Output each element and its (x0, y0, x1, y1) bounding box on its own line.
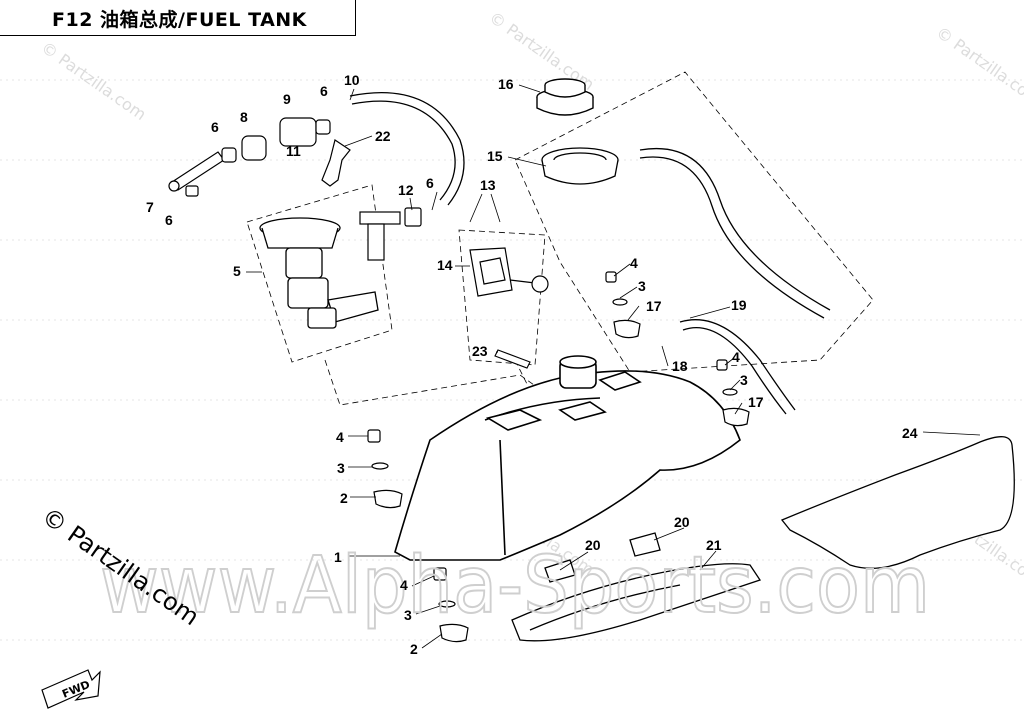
watermark-large: www.Alpha-Sports.com (100, 541, 930, 631)
callout-6a: 6 (211, 119, 219, 135)
callout-3d: 3 (740, 372, 748, 388)
strip (494, 349, 531, 369)
fuel-cap (536, 78, 594, 116)
callout-11: 11 (286, 143, 301, 159)
tank-bracket (511, 532, 762, 642)
callout-4: 4 (336, 429, 344, 445)
tank-shield (780, 436, 1015, 569)
callout-10: 10 (344, 72, 360, 88)
callout-23: 23 (472, 343, 488, 359)
page-title: F12 油箱总成/FUEL TANK (52, 9, 307, 31)
callout-2b: 2 (410, 641, 418, 657)
callout-17b: 17 (748, 394, 764, 410)
callout-6b: 6 (320, 83, 328, 99)
title-box: F12 油箱总成/FUEL TANK (0, 0, 356, 36)
callout-7: 7 (146, 199, 154, 215)
callout-6c: 6 (165, 212, 173, 228)
fuel-nozzle (359, 207, 422, 261)
callout-6d: 6 (426, 175, 434, 191)
filler-ring (541, 147, 619, 185)
callout-4d: 4 (732, 349, 740, 365)
callout-20a: 20 (585, 537, 601, 553)
callout-15: 15 (487, 148, 503, 164)
callout-14: 14 (437, 257, 453, 273)
callout-3c: 3 (638, 278, 646, 294)
short-hose (168, 151, 225, 192)
watermark-small: © Partzilla.com (38, 38, 150, 124)
leader-lines (246, 84, 981, 649)
callout-3b: 3 (404, 607, 412, 623)
callout-4c: 4 (630, 255, 638, 271)
callout-22: 22 (375, 128, 391, 144)
callouts: 1 2 3 4 2 3 4 5 6 6 6 6 7 8 9 10 11 12 1… (146, 72, 918, 657)
fuel-tank (394, 355, 741, 561)
breather-hose (639, 148, 831, 415)
callout-9: 9 (283, 91, 291, 107)
callout-5: 5 (233, 263, 241, 279)
callout-18: 18 (672, 358, 688, 374)
callout-13: 13 (480, 177, 496, 193)
callout-16: 16 (498, 76, 514, 92)
group-outlines (246, 71, 874, 406)
fuel-pump (259, 217, 379, 329)
callout-8: 8 (240, 109, 248, 125)
callout-3: 3 (337, 460, 345, 476)
fittings (185, 117, 331, 197)
watermark-small: © Partzilla.com (933, 23, 1024, 109)
callout-19: 19 (731, 297, 747, 313)
callout-12: 12 (398, 182, 414, 198)
bracket (321, 139, 351, 187)
callout-17a: 17 (646, 298, 662, 314)
callout-4b: 4 (400, 577, 408, 593)
mount-hardware (367, 271, 750, 643)
fwd-badge: FWD (41, 669, 101, 709)
fuel-sender (469, 247, 549, 297)
callout-1: 1 (334, 549, 342, 565)
callout-21: 21 (706, 537, 722, 553)
fuel-hose (349, 92, 465, 206)
callout-20b: 20 (674, 514, 690, 530)
callout-24: 24 (902, 425, 918, 441)
callout-2: 2 (340, 490, 348, 506)
